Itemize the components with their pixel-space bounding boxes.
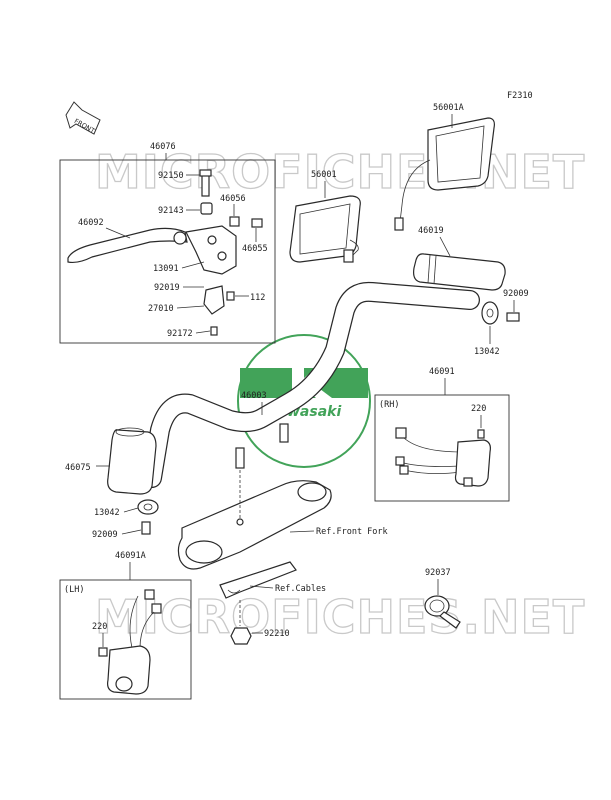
screw-112	[226, 291, 235, 301]
switch-27010	[203, 285, 225, 315]
part-46055-shape	[251, 218, 263, 228]
grip-46019	[413, 253, 506, 291]
bolt-92150	[201, 173, 210, 197]
part-46003: 46003	[241, 391, 267, 401]
rh-label: (RH)	[379, 400, 399, 410]
front-arrow-icon: FRONT	[65, 101, 101, 135]
part-46055: 46055	[242, 244, 268, 254]
part-46076: 46076	[150, 142, 176, 152]
cable-bracket	[219, 561, 297, 599]
part-92037: 92037	[425, 568, 451, 578]
part-92009-left: 92009	[92, 530, 118, 540]
watermark-bottom: MICROFICHES.NET	[95, 590, 585, 644]
bolt-head-92150	[199, 169, 212, 177]
figure-code: F2310	[507, 91, 533, 101]
part-46092: 46092	[78, 218, 104, 228]
part-92172: 92172	[167, 329, 193, 339]
clamp-92037	[424, 595, 461, 629]
part-13042-left: 13042	[94, 508, 120, 518]
grip-46075	[107, 427, 157, 495]
lh-label: (LH)	[64, 585, 84, 595]
part-46075: 46075	[65, 463, 91, 473]
mirror-56001A	[394, 117, 495, 231]
lever-holder	[185, 225, 237, 275]
clutch-lever	[67, 227, 188, 264]
part-13042-right: 13042	[474, 347, 500, 357]
part-46056: 46056	[220, 194, 246, 204]
screw-92172	[210, 326, 218, 336]
part-92150: 92150	[158, 171, 184, 181]
rh-switch-box	[374, 394, 510, 502]
ref-cables: Ref.Cables	[275, 584, 326, 594]
bolt-92009-right	[506, 312, 520, 322]
part-46091: 46091	[429, 367, 455, 377]
watermark-top: MICROFICHES.NET	[95, 145, 585, 199]
part-46056-shape	[229, 216, 240, 227]
mirror-56001	[289, 195, 361, 263]
lever-group-box	[59, 159, 276, 344]
weight-13042-left	[137, 499, 159, 515]
handlebar-46003	[142, 281, 480, 488]
nut-92210	[230, 627, 252, 645]
part-46019: 46019	[418, 226, 444, 236]
part-112: 112	[250, 293, 265, 303]
part-92210: 92210	[264, 629, 290, 639]
ref-front-fork: Ref.Front Fork	[316, 527, 388, 537]
part-56001: 56001	[311, 170, 337, 180]
top-bridge	[177, 480, 332, 570]
lh-switch	[98, 589, 162, 695]
part-220-lh: 220	[92, 622, 107, 632]
rh-switch	[395, 427, 491, 487]
weight-13042-right	[481, 301, 499, 325]
part-92019: 92019	[154, 283, 180, 293]
part-46091A: 46091A	[115, 551, 146, 561]
bolt-92009-left	[141, 521, 151, 535]
part-92143: 92143	[158, 206, 184, 216]
collar-92143	[200, 202, 213, 215]
part-27010: 27010	[148, 304, 174, 314]
part-92009-right: 92009	[503, 289, 529, 299]
lh-switch-box	[59, 579, 192, 700]
part-56001A: 56001A	[433, 103, 464, 113]
part-13091: 13091	[153, 264, 179, 274]
part-220-rh: 220	[471, 404, 486, 414]
